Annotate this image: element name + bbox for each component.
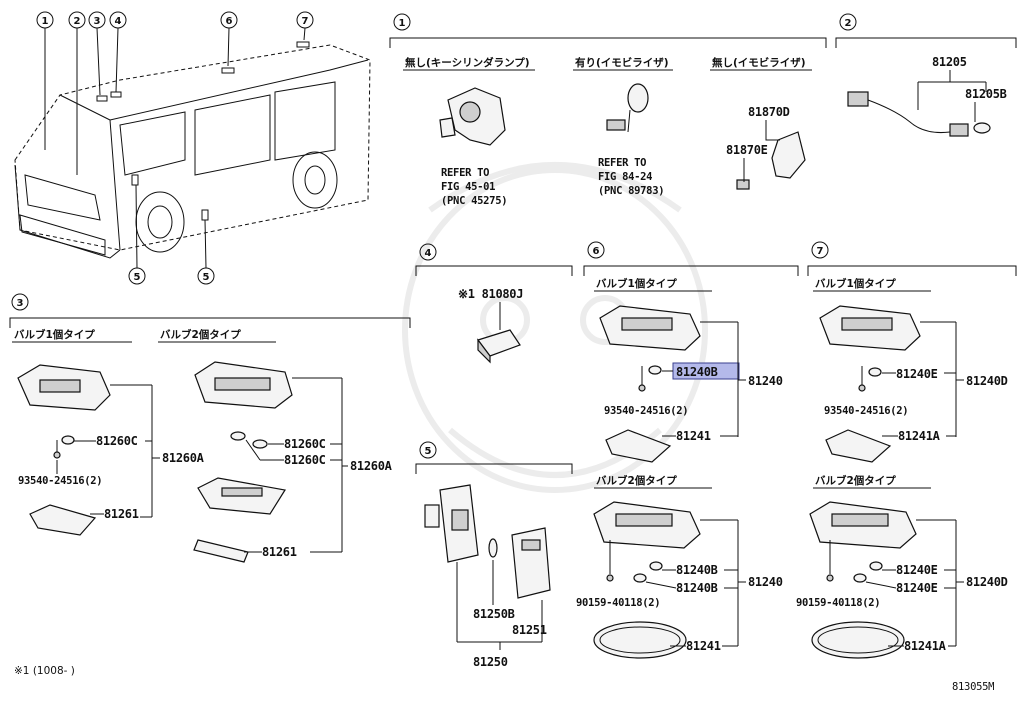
room-lamp-single-part (17, 364, 111, 536)
room-lamp-single-part (819, 305, 921, 463)
section-6: 6 バルブ1個タイプ 81240B 81240 93540-24516(2) 8… (576, 241, 799, 659)
part-number: 90159-40118(2) (576, 597, 660, 609)
callout-7 (296, 11, 314, 29)
part-number: 81240B (676, 581, 718, 595)
part-number: 81260A (350, 459, 393, 473)
vehicle-illustration (14, 27, 371, 269)
part-number: 81240E (896, 581, 938, 595)
part-number: 81260A (162, 451, 205, 465)
section-4: 4 ※1 81080J (415, 243, 573, 364)
room-lamp-single-part (599, 305, 701, 463)
part-number: 81240D (966, 575, 1008, 589)
variant-label: 無し(キーシリンダランプ) (405, 56, 530, 69)
refer-text: FIG 84-24 (598, 171, 652, 183)
part-number-highlight[interactable]: 81240B (676, 365, 718, 379)
part-number: 93540-24516(2) (604, 405, 688, 417)
section-number: 7 (817, 246, 824, 257)
variant-label: バルブ1個タイプ (14, 328, 95, 341)
callout-label: 2 (74, 16, 81, 27)
callout-label: 3 (94, 16, 101, 27)
refer-text: (PNC 89783) (598, 185, 664, 197)
part-number: 81240E (896, 367, 938, 381)
refer-text: (PNC 45275) (441, 195, 507, 207)
part-number: 81250 (473, 655, 508, 669)
callout-label: 5 (134, 272, 141, 283)
cylinder-lamp-housing-part (736, 131, 806, 190)
section-number: 6 (593, 246, 600, 257)
variant-label: 有り(イモビライザ) (575, 56, 669, 69)
part-number: 81241 (676, 429, 711, 443)
callout-2 (68, 11, 86, 29)
footnote: ※1 (1008- ) (14, 665, 75, 677)
callout-5b (197, 267, 215, 285)
callout-6 (220, 11, 238, 29)
callout-3 (88, 11, 106, 29)
variant-label: バルブ2個タイプ (596, 474, 677, 487)
section-3: 3 バルブ1個タイプ バルブ2個タイプ 81260C 81260A 93540-… (9, 293, 411, 563)
variant-label: バルブ1個タイプ (815, 277, 896, 290)
section-1: 1 無し(キーシリンダランプ) 有り(イモビライザ) 無し(イモビライザ) RE… (389, 13, 827, 207)
variant-label: バルブ1個タイプ (596, 277, 677, 290)
immobilizer-ring-part (606, 83, 649, 133)
section-number: 4 (425, 248, 432, 259)
callout-label: 1 (42, 16, 49, 27)
variant-label: 無し(イモビライザ) (712, 56, 806, 69)
part-number: 81251 (512, 623, 547, 637)
wire-harness-part (847, 91, 991, 137)
callout-5a (128, 267, 146, 285)
part-number: 81241A (904, 639, 947, 653)
callout-label: 6 (226, 16, 233, 27)
part-number: 81205B (965, 87, 1007, 101)
part-number: 81870D (748, 105, 790, 119)
refer-text: REFER TO (598, 157, 646, 169)
key-cylinder-lamp-part (439, 87, 506, 146)
room-lamp-double-part (593, 501, 701, 659)
part-number: 81260C (284, 437, 326, 451)
part-number: 93540-24516(2) (18, 475, 102, 487)
variant-label: バルブ2個タイプ (815, 474, 896, 487)
part-number: 81240D (966, 374, 1008, 388)
variant-label: バルブ2個タイプ (160, 328, 241, 341)
callout-4 (109, 11, 127, 29)
part-number: 93540-24516(2) (824, 405, 908, 417)
part-number: 90159-40118(2) (796, 597, 880, 609)
part-number: 81870E (726, 143, 768, 157)
callout-1 (36, 11, 54, 29)
section-number: 3 (17, 298, 24, 309)
section-number: 2 (845, 18, 852, 29)
vehicle-callouts: 1 2 3 4 6 7 5 5 (36, 11, 314, 285)
part-number: 81240 (748, 575, 783, 589)
section-number: 5 (425, 446, 432, 457)
part-number: 81260C (284, 453, 326, 467)
room-lamp-double-part (809, 501, 917, 659)
part-number: 81240B (676, 563, 718, 577)
callout-label: 7 (302, 16, 309, 27)
part-number: 81261 (104, 507, 139, 521)
section-number: 1 (399, 18, 406, 29)
section-5: 5 81250B 81251 81250 (415, 441, 573, 669)
section-7: 7 バルブ1個タイプ 81240E 81240D 93540-24516(2) … (796, 241, 1017, 659)
part-number: 81250B (473, 607, 515, 621)
courtesy-lamp-part (424, 484, 551, 599)
refer-text: FIG 45-01 (441, 181, 495, 193)
part-number: 81240 (748, 374, 783, 388)
part-number: ※1 81080J (458, 287, 523, 301)
part-number: 81261 (262, 545, 297, 559)
callout-label: 4 (115, 16, 122, 27)
part-number: 81241 (686, 639, 721, 653)
connector-part (477, 329, 521, 364)
room-lamp-double-part (193, 361, 293, 563)
diagram-code: 813055M (952, 681, 994, 693)
part-number: 81241A (898, 429, 941, 443)
refer-text: REFER TO (441, 167, 489, 179)
part-number: 81240E (896, 563, 938, 577)
callout-label: 5 (203, 272, 210, 283)
part-number: 81205 (932, 55, 967, 69)
section-2: 2 81205 81205B (835, 13, 1017, 137)
part-number: 81260C (96, 434, 138, 448)
